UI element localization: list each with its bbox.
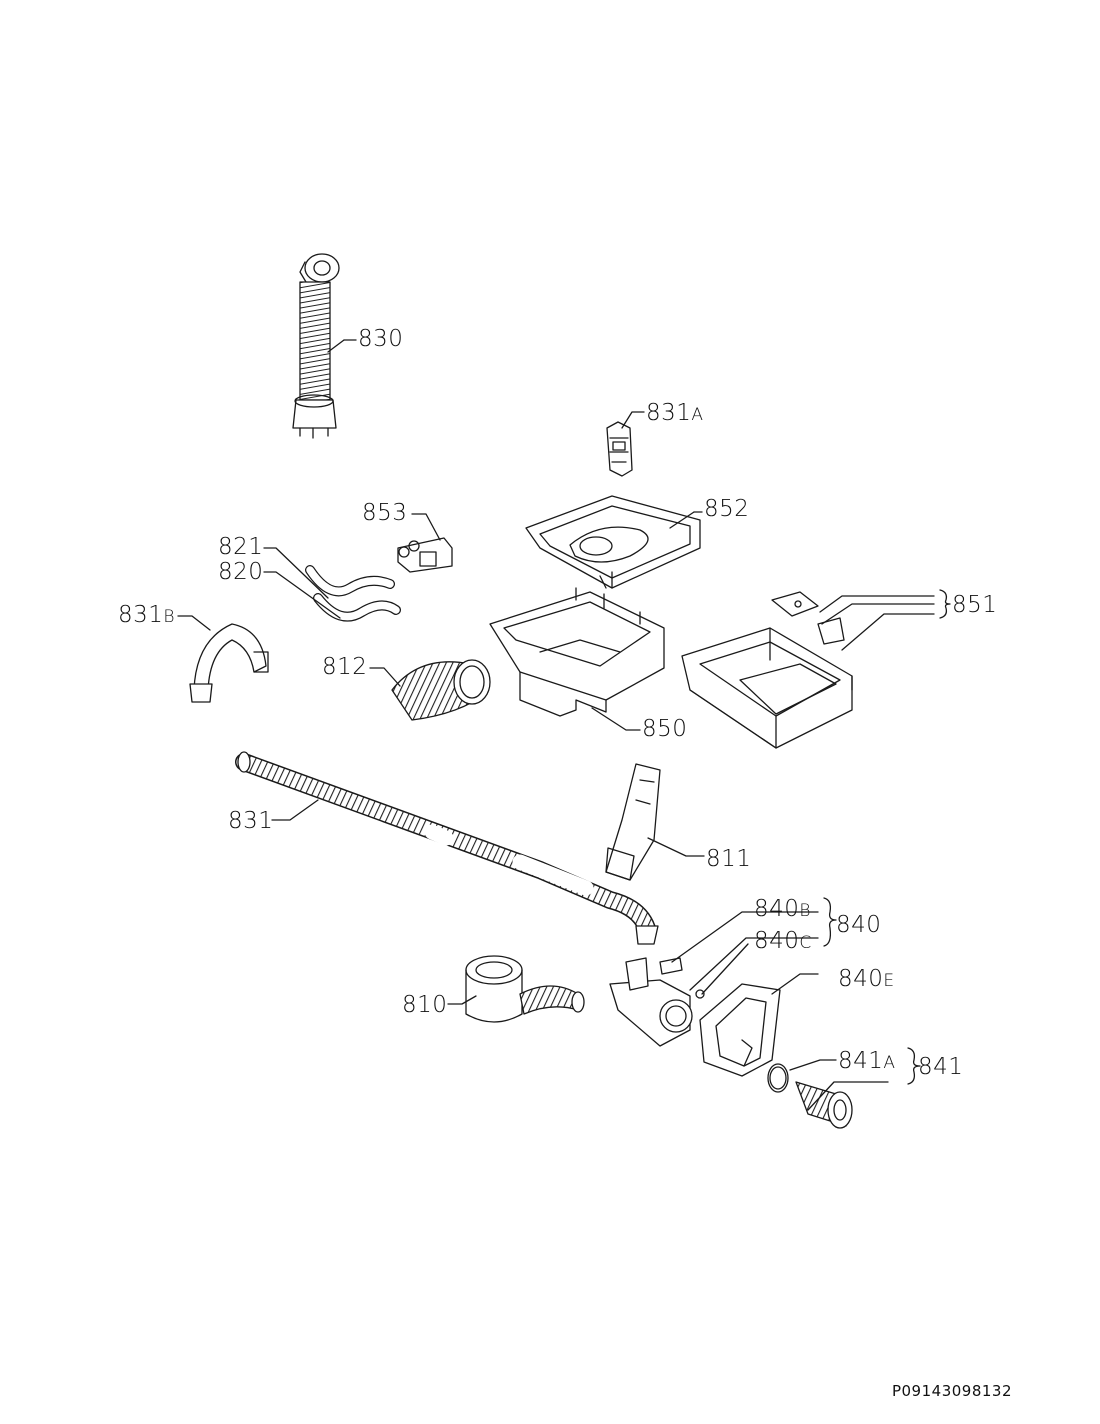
hose-clip-831a bbox=[607, 422, 632, 476]
sump-pump-810 bbox=[466, 956, 584, 1022]
callout-850: 850 bbox=[642, 716, 688, 742]
callout-811: 811 bbox=[706, 846, 752, 872]
callout-831b: 831B bbox=[118, 602, 176, 628]
callout-840b: 840B bbox=[754, 896, 812, 922]
inlet-valve-853 bbox=[398, 538, 452, 572]
pump-filter-841 bbox=[768, 1064, 852, 1128]
dispenser-cover-852 bbox=[526, 496, 700, 588]
document-code: P09143098132 bbox=[891, 1382, 1012, 1400]
callout-812: 812 bbox=[322, 654, 368, 680]
callout-851: 851 bbox=[952, 592, 998, 618]
drain-hose-standpipe-830 bbox=[293, 254, 339, 438]
callout-831: 831 bbox=[228, 808, 274, 834]
dispenser-housing-850 bbox=[490, 588, 664, 716]
callout-830: 830 bbox=[358, 326, 404, 352]
pipe-connector-811 bbox=[606, 764, 660, 880]
callout-821: 821 bbox=[218, 534, 264, 560]
callout-841a: 841A bbox=[838, 1048, 896, 1074]
drain-pump-840 bbox=[610, 958, 704, 1046]
callout-810: 810 bbox=[402, 992, 448, 1018]
detergent-drawer-851 bbox=[682, 592, 852, 748]
callout-852: 852 bbox=[704, 496, 750, 522]
pump-cover-840e bbox=[700, 984, 780, 1076]
callout-831a: 831A bbox=[646, 400, 704, 426]
callout-840e: 840E bbox=[838, 966, 895, 992]
bellows-hose-812 bbox=[392, 660, 490, 720]
hose-guide-831b bbox=[190, 624, 268, 702]
callout-841: 841 bbox=[918, 1054, 964, 1080]
callout-840: 840 bbox=[836, 912, 882, 938]
callout-840c: 840C bbox=[754, 928, 812, 954]
callout-820: 820 bbox=[218, 559, 264, 585]
callout-853: 853 bbox=[362, 500, 408, 526]
drain-hose-831 bbox=[238, 752, 658, 944]
